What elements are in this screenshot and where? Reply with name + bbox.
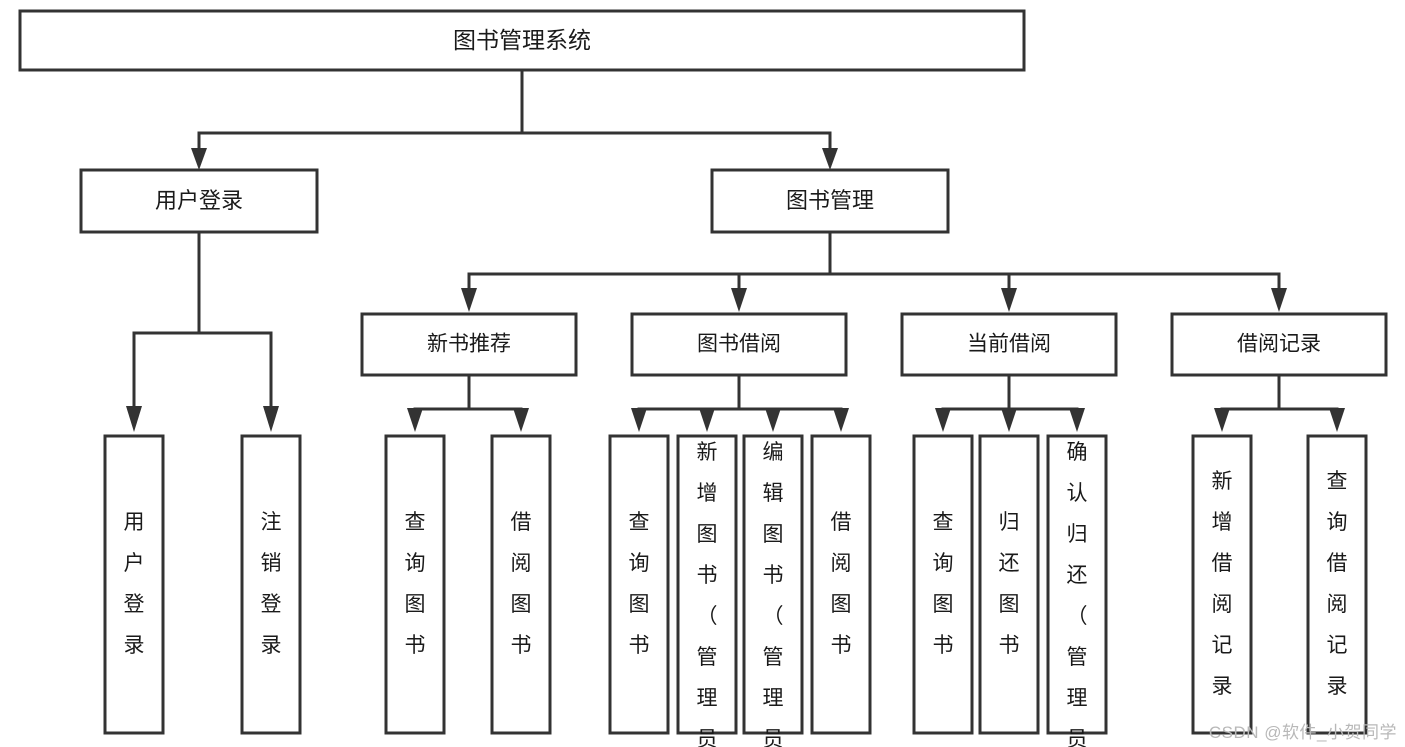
book-manage-label: 图书管理	[786, 188, 874, 213]
arrow-to-leaf-user-login	[126, 406, 142, 432]
node-current-borrow[interactable]: 当前借阅	[900, 312, 1118, 377]
book-borrow-box[interactable]	[630, 312, 848, 377]
leaf-query-book-3-label: 查询图书	[933, 511, 954, 657]
link-book-borrow-bus	[637, 373, 843, 416]
arrow-to-current-borrow	[1001, 288, 1017, 312]
leaf-add-record-box[interactable]	[1191, 434, 1253, 735]
link-user-login-bus	[132, 230, 273, 414]
leaf-node-user-login[interactable]: 用户登录	[103, 434, 165, 735]
arrow-to-leaf-add-record	[1214, 408, 1230, 432]
leaf-query-record-box[interactable]	[1306, 434, 1368, 735]
arrow-to-new-book-recommend	[461, 288, 477, 312]
leaf-confirm-return-box[interactable]	[1046, 434, 1108, 735]
node-book-borrow[interactable]: 图书借阅	[630, 312, 848, 377]
leaf-node-borrow-book-2[interactable]: 借阅图书	[810, 434, 872, 735]
leaf-add-record-label: 新增借阅记录	[1212, 470, 1233, 698]
book-borrow-label: 图书借阅	[697, 333, 781, 356]
leaf-node-query-book-3[interactable]: 查询图书	[912, 434, 974, 735]
node-new-book-recommend[interactable]: 新书推荐	[360, 312, 578, 377]
leaf-query-book-2-box[interactable]	[608, 434, 670, 735]
user-login-label: 用户登录	[155, 188, 243, 213]
borrow-record-box[interactable]	[1170, 312, 1388, 377]
leaf-node-confirm-return[interactable]: 确认归还（管理员）	[1046, 434, 1108, 747]
node-borrow-record[interactable]: 借阅记录	[1170, 312, 1388, 377]
node-root-system[interactable]: 图书管理系统	[18, 9, 1026, 72]
leaf-return-book-label: 归还图书	[999, 511, 1020, 657]
node-user-login[interactable]: 用户登录	[79, 168, 319, 234]
leaf-user-logout-box[interactable]	[240, 434, 302, 735]
leaf-node-query-record[interactable]: 查询借阅记录	[1306, 434, 1368, 735]
link-new-book-recommend-bus	[413, 373, 523, 416]
arrow-to-borrow-record	[1271, 288, 1287, 312]
leaf-node-add-record[interactable]: 新增借阅记录	[1191, 434, 1253, 735]
leaf-borrow-book-1-box[interactable]	[490, 434, 552, 735]
leaf-user-login-box[interactable]	[103, 434, 165, 735]
leaf-node-query-book-1[interactable]: 查询图书	[384, 434, 446, 735]
arrow-to-leaf-query-book-3	[935, 408, 951, 432]
arrow-to-leaf-return-book	[1001, 408, 1017, 432]
current-borrow-box[interactable]	[900, 312, 1118, 377]
arrow-to-book-borrow	[731, 288, 747, 312]
leaf-return-book-box[interactable]	[978, 434, 1040, 735]
arrow-to-leaf-add-book	[699, 408, 715, 432]
arrow-to-leaf-edit-book	[765, 408, 781, 432]
csdn-watermark: CSDN @软件_小贺同学	[1208, 723, 1397, 742]
link-book-manage-bus	[467, 230, 1281, 302]
leaf-node-query-book-2[interactable]: 查询图书	[608, 434, 670, 735]
leaf-query-book-2-label: 查询图书	[629, 511, 650, 657]
leaf-edit-book-box[interactable]	[742, 434, 804, 735]
leaf-edit-book-label: 编辑图书（管理员）	[763, 441, 784, 747]
arrow-to-leaf-query-record	[1329, 408, 1345, 432]
leaf-borrow-book-2-label: 借阅图书	[831, 511, 852, 657]
root-system-box[interactable]	[18, 9, 1026, 72]
connector-layer	[126, 68, 1345, 432]
arrow-to-book-manage	[822, 148, 838, 170]
leaf-query-record-label: 查询借阅记录	[1327, 470, 1348, 698]
link-root-bus	[197, 68, 832, 162]
new-book-recommend-box[interactable]	[360, 312, 578, 377]
arrow-to-leaf-borrow-book-2	[833, 408, 849, 432]
leaf-node-borrow-book-1[interactable]: 借阅图书	[490, 434, 552, 735]
arrow-to-leaf-query-book-2	[631, 408, 647, 432]
leaf-node-edit-book[interactable]: 编辑图书（管理员）	[742, 434, 804, 747]
leaf-node-user-logout[interactable]: 注销登录	[240, 434, 302, 735]
arrow-to-leaf-confirm-return	[1069, 408, 1085, 432]
leaf-borrow-book-2-box[interactable]	[810, 434, 872, 735]
leaf-query-book-3-box[interactable]	[912, 434, 974, 735]
leaf-query-book-1-box[interactable]	[384, 434, 446, 735]
leaf-node-add-book[interactable]: 新增图书（管理员）	[676, 434, 738, 747]
new-book-recommend-label: 新书推荐	[427, 333, 511, 356]
leaf-add-book-label: 新增图书（管理员）	[697, 441, 718, 747]
leaf-user-login-label: 用户登录	[124, 511, 145, 657]
user-login-box[interactable]	[79, 168, 319, 234]
leaf-confirm-return-label: 确认归还（管理员）	[1067, 441, 1088, 747]
borrow-record-label: 借阅记录	[1237, 333, 1321, 356]
arrow-to-leaf-user-logout	[263, 406, 279, 432]
leaf-user-logout-label: 注销登录	[261, 511, 282, 657]
arrow-to-leaf-borrow-book-1	[513, 408, 529, 432]
arrow-to-user-login	[191, 148, 207, 170]
arrow-to-leaf-query-book-1	[407, 408, 423, 432]
leaf-query-book-1-label: 查询图书	[405, 511, 426, 657]
leaf-borrow-book-1-label: 借阅图书	[511, 511, 532, 657]
root-system-label: 图书管理系统	[453, 27, 591, 53]
book-manage-box[interactable]	[710, 168, 950, 234]
leaf-node-return-book[interactable]: 归还图书	[978, 434, 1040, 735]
current-borrow-label: 当前借阅	[967, 333, 1051, 356]
leaf-add-book-box[interactable]	[676, 434, 738, 735]
link-borrow-record-bus	[1220, 373, 1339, 416]
node-book-manage[interactable]: 图书管理	[710, 168, 950, 234]
